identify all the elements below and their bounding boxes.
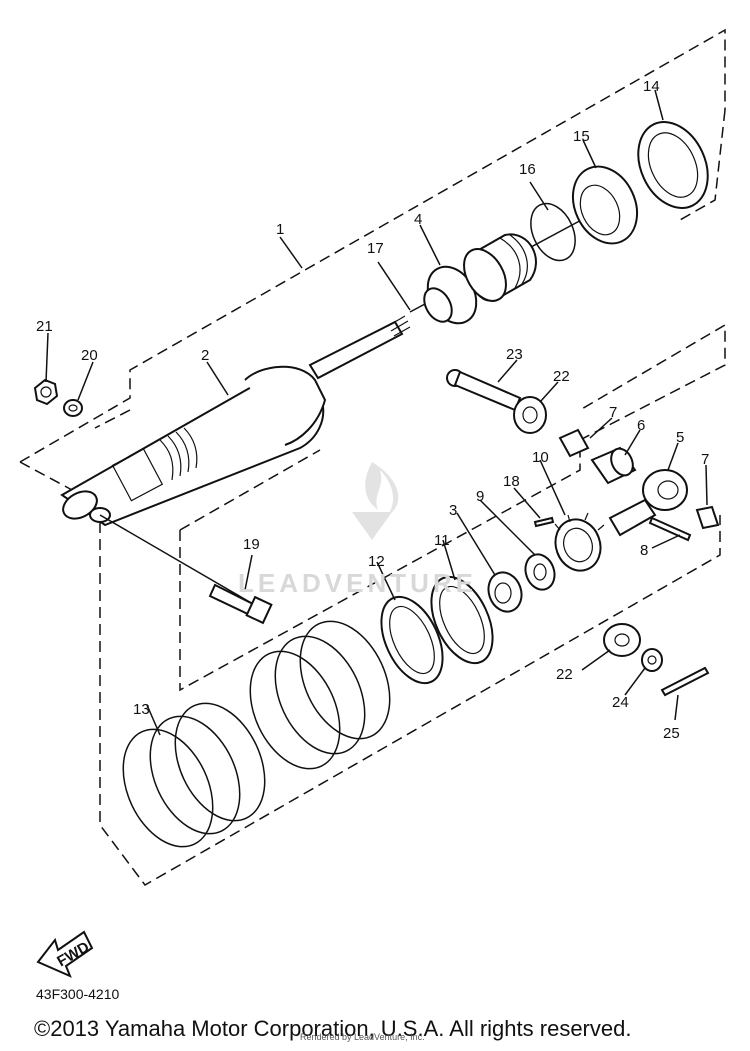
part-5-rod-end xyxy=(608,469,688,537)
part-10-adjuster-nut xyxy=(554,512,605,572)
label-7b: 7 xyxy=(701,451,709,468)
label-17: 17 xyxy=(367,240,384,257)
label-10: 10 xyxy=(532,449,549,466)
catalog-code: 43F300-4210 xyxy=(36,986,120,1002)
part-22-lower-washer xyxy=(603,623,641,657)
label-15: 15 xyxy=(573,128,590,145)
part-16-circlip xyxy=(530,202,576,262)
copyright-notice: ©2013 Yamaha Motor Corporation, U.S.A. A… xyxy=(34,1016,632,1041)
part-18-key xyxy=(533,516,555,528)
part-7-lower-collar xyxy=(695,505,720,530)
render-credit: Rendered by LeadVenture, Inc. xyxy=(300,1032,425,1042)
label-7a: 7 xyxy=(609,404,617,421)
label-9: 9 xyxy=(476,488,484,505)
part-2-shock-body xyxy=(60,315,411,527)
part-23-pin xyxy=(446,369,522,412)
label-13: 13 xyxy=(133,701,150,718)
part-20-washer xyxy=(63,399,83,417)
part-9-lock-washer xyxy=(524,553,556,591)
label-5: 5 xyxy=(676,429,684,446)
watermark-text: LEADVENTURE xyxy=(238,568,478,598)
part-4-bump-rubber xyxy=(423,265,478,325)
label-14: 14 xyxy=(643,78,660,95)
label-2: 2 xyxy=(201,347,209,364)
label-22a: 22 xyxy=(553,368,570,385)
label-22b: 22 xyxy=(556,666,573,683)
label-1: 1 xyxy=(276,221,284,238)
label-21: 21 xyxy=(36,318,53,335)
label-23: 23 xyxy=(506,346,523,363)
part-12-ring-nut xyxy=(380,595,444,685)
label-24: 24 xyxy=(612,694,629,711)
adjuster-cylinder xyxy=(463,233,537,302)
part-3-bearing xyxy=(487,571,523,613)
label-25: 25 xyxy=(663,725,680,742)
label-11: 11 xyxy=(434,532,450,549)
part-11-ring-nut xyxy=(430,575,494,665)
label-12: 12 xyxy=(368,553,385,570)
label-20: 20 xyxy=(81,347,98,364)
label-3: 3 xyxy=(449,502,457,519)
part-13-spring xyxy=(122,620,391,848)
fwd-arrow-icon: FWD xyxy=(36,930,94,978)
label-8: 8 xyxy=(640,542,648,559)
part-7-upper-collar xyxy=(558,428,590,458)
part-21-nut xyxy=(33,378,59,406)
part-24-washer xyxy=(641,648,663,672)
leader-lines xyxy=(45,89,708,736)
part-15-spring-seat xyxy=(571,165,639,245)
part-22-upper-washer xyxy=(513,396,547,434)
label-6: 6 xyxy=(637,417,645,434)
label-18: 18 xyxy=(503,473,520,490)
label-19: 19 xyxy=(243,536,260,553)
part-19-bolt xyxy=(99,514,273,625)
part-labels: 1 2 3 4 5 6 7 7 8 9 10 11 12 13 14 15 16… xyxy=(36,78,709,742)
watermark-logo xyxy=(352,462,399,540)
part-25-cotter-pin xyxy=(660,666,710,697)
part-14-spring-guide xyxy=(637,121,709,209)
label-16: 16 xyxy=(519,161,536,178)
part-6-bushing xyxy=(590,446,637,485)
label-4: 4 xyxy=(414,211,422,228)
part-8-pin xyxy=(648,516,692,542)
